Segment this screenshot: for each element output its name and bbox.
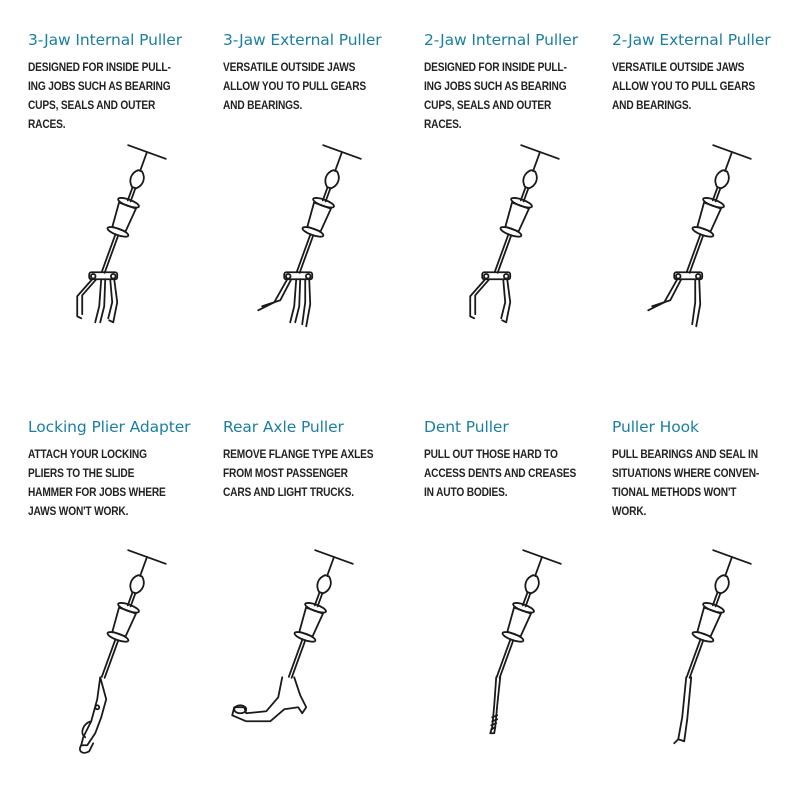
description-line: IN AUTO BODIES. [424, 485, 508, 499]
tool-title: 2-Jaw External Puller [612, 31, 771, 49]
tool-card: 2-Jaw External Puller VERSATILE OUTSIDE … [612, 31, 800, 115]
description-line: DESIGNED FOR INSIDE PULL- [424, 60, 567, 74]
tool-title: 3-Jaw Internal Puller [28, 31, 182, 49]
description-line: JAWS WON'T WORK. [28, 504, 129, 518]
tool-description: ATTACH YOUR LOCKING PLIERS TO THE SLIDE … [28, 445, 166, 521]
tool-title: Rear Axle Puller [223, 418, 344, 436]
tool-description: REMOVE FLANGE TYPE AXLES FROM MOST PASSE… [223, 445, 374, 502]
two-jaw-external-puller-icon [647, 144, 752, 328]
description-line: FROM MOST PASSENGER [223, 466, 348, 480]
tool-card: Rear Axle Puller REMOVE FLANGE TYPE AXLE… [223, 418, 413, 502]
description-line: AND BEARINGS. [612, 98, 692, 112]
description-line: SITUATIONS WHERE CONVEN- [612, 466, 760, 480]
tool-card: Locking Plier Adapter ATTACH YOUR LOCKIN… [28, 418, 218, 521]
tool-description: PULL OUT THOSE HARD TO ACCESS DENTS AND … [424, 445, 577, 502]
tool-title: Puller Hook [612, 418, 699, 436]
three-jaw-external-puller-icon [257, 144, 362, 328]
description-line: CARS AND LIGHT TRUCKS. [223, 485, 354, 499]
tool-description: VERSATILE OUTSIDE JAWS ALLOW YOU TO PULL… [612, 58, 756, 115]
description-line: VERSATILE OUTSIDE JAWS [223, 60, 356, 74]
tool-description: DESIGNED FOR INSIDE PULL- ING JOBS SUCH … [424, 58, 567, 134]
description-line: PULL BEARINGS AND SEAL IN [612, 447, 758, 461]
tool-title: 2-Jaw Internal Puller [424, 31, 578, 49]
description-line: DESIGNED FOR INSIDE PULL- [28, 60, 171, 74]
tool-card: 3-Jaw Internal Puller DESIGNED FOR INSID… [28, 31, 218, 134]
description-line: TIONAL METHODS WON'T [612, 485, 737, 499]
tool-title: Dent Puller [424, 418, 509, 436]
puller-hook-icon [673, 549, 752, 745]
tool-description: VERSATILE OUTSIDE JAWS ALLOW YOU TO PULL… [223, 58, 367, 115]
two-jaw-internal-puller-icon [469, 144, 560, 324]
description-line: AND BEARINGS. [223, 98, 303, 112]
description-line: CUPS, SEALS AND OUTER [28, 98, 156, 112]
description-line: ATTACH YOUR LOCKING [28, 447, 147, 461]
locking-plier-adapter-icon [79, 549, 167, 754]
description-line: ING JOBS SUCH AS BEARING [28, 79, 171, 93]
tool-card: Puller Hook PULL BEARINGS AND SEAL IN SI… [612, 418, 800, 521]
tool-description: DESIGNED FOR INSIDE PULL- ING JOBS SUCH … [28, 58, 171, 134]
description-line: REMOVE FLANGE TYPE AXLES [223, 447, 374, 461]
description-line: CUPS, SEALS AND OUTER [424, 98, 552, 112]
tool-title: Locking Plier Adapter [28, 418, 191, 436]
tool-card: 3-Jaw External Puller VERSATILE OUTSIDE … [223, 31, 413, 115]
description-line: ALLOW YOU TO PULL GEARS [612, 79, 756, 93]
description-line: ING JOBS SUCH AS BEARING [424, 79, 567, 93]
description-line: RACES. [28, 117, 66, 131]
tool-title: 3-Jaw External Puller [223, 31, 382, 49]
three-jaw-internal-puller-icon [76, 144, 167, 324]
description-line: WORK. [612, 504, 647, 518]
tool-card: Dent Puller PULL OUT THOSE HARD TO ACCES… [424, 418, 614, 502]
description-line: PULL OUT THOSE HARD TO [424, 447, 558, 461]
description-line: VERSATILE OUTSIDE JAWS [612, 60, 745, 74]
description-line: RACES. [424, 117, 462, 131]
tool-card: 2-Jaw Internal Puller DESIGNED FOR INSID… [424, 31, 614, 134]
rear-axle-puller-icon [231, 549, 354, 723]
description-line: ALLOW YOU TO PULL GEARS [223, 79, 367, 93]
description-line: PLIERS TO THE SLIDE [28, 466, 135, 480]
tool-description: PULL BEARINGS AND SEAL IN SITUATIONS WHE… [612, 445, 760, 521]
description-line: HAMMER FOR JOBS WHERE [28, 485, 166, 499]
dent-puller-icon [489, 549, 562, 735]
description-line: ACCESS DENTS AND CREASES [424, 466, 577, 480]
